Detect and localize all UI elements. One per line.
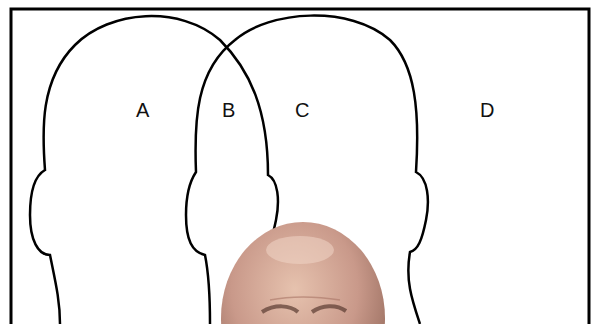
- region-letter: A: [136, 100, 149, 120]
- region-letter: B: [222, 100, 235, 120]
- region-letter: D: [480, 100, 494, 120]
- region-letter: C: [295, 100, 309, 120]
- head-photo: [220, 222, 388, 324]
